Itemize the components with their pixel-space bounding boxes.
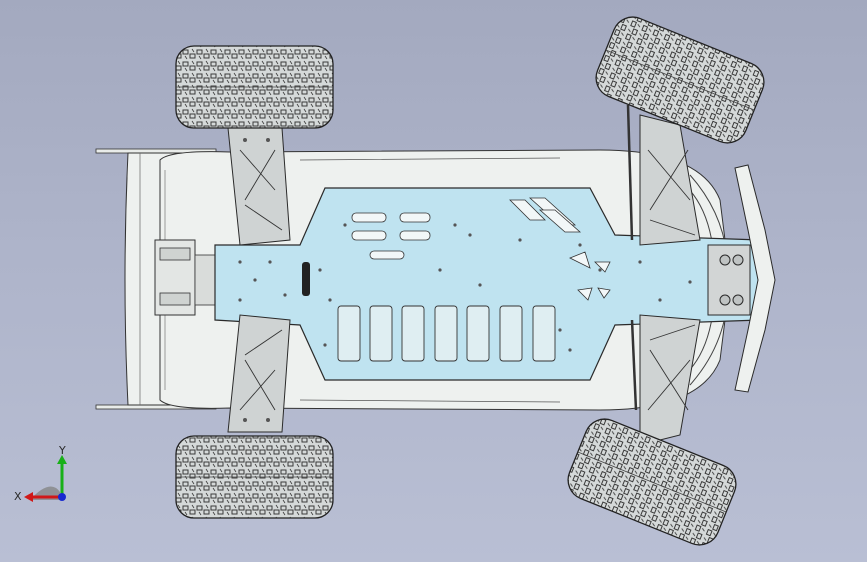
y-axis-label: Y [58, 444, 66, 457]
rear-gearbox [154, 239, 216, 316]
front-bumper [707, 164, 776, 393]
front-right-tire [567, 418, 737, 546]
battery-pockets [337, 305, 556, 362]
chassis-plate [214, 187, 761, 381]
front-left-tire [595, 16, 765, 144]
rear-left-tire [175, 45, 334, 129]
z-axis-dot [58, 493, 66, 501]
coordinate-triad: X Y [14, 444, 67, 503]
plate-holes [238, 223, 692, 352]
rear-suspension [227, 127, 291, 433]
x-axis-label: X [14, 490, 22, 503]
front-suspension [626, 104, 701, 446]
rear-right-tire [175, 435, 334, 519]
plate-slots [351, 197, 582, 260]
